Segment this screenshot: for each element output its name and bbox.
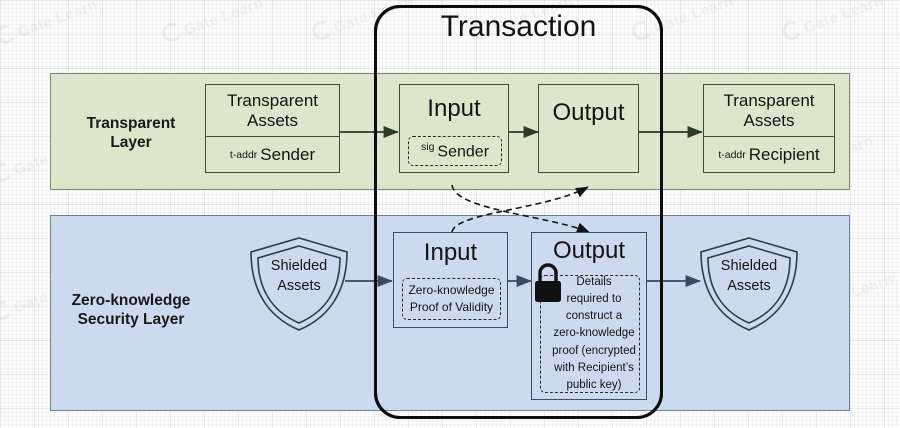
zk-layer-label-line2: Security Layer [77,311,185,329]
shielded-left-line2: Assets [277,278,321,295]
lock-body-icon [535,281,561,302]
zk-proof-line1: Zero-knowledge [408,282,495,297]
zk-layer-label-line1: Zero-knowledge [71,292,191,309]
shielded-right-line1: Shielded [720,258,778,274]
transaction-title: Transaction [440,10,597,43]
tassets-sender-line2: Assets [246,110,299,130]
zk-detail-line-2: required to [566,292,622,305]
shield-inner-icon [707,245,791,324]
transparent-output-box: Output [538,84,639,173]
transparent-layer-label: Transparent Layer [51,114,211,153]
zk-proof-line2: Proof of Validity [409,300,494,314]
t-addr-tag-sender: t-addr [229,148,258,161]
zk-input-box: Input Zero-knowledge Proof of Validity [393,232,508,328]
sig-tag: sig [420,140,435,153]
sig-sender-label: Sender [437,143,490,161]
shielded-left-line1: Shielded [270,258,328,274]
transaction-rounded-rect [374,5,663,419]
transparent-assets-recipient-title: Transparent Assets [704,85,834,137]
zk-input-proof-box: Zero-knowledge Proof of Validity [402,278,501,320]
shielded-right-line2: Assets [727,278,771,295]
zk-output-title: Output [552,237,626,264]
zk-detail-line-5: proof (encrypted [552,344,636,357]
zk-output-box: Output Details required to construct a z… [531,232,647,400]
transparent-layer-label-line1: Transparent [86,115,176,132]
transparent-assets-sender-title: Transparent Assets [206,85,339,137]
tassets-recipient-line2: Assets [743,110,795,130]
zk-layer-label: Zero-knowledge Security Layer [51,291,211,330]
zk-output-details-box: Details required to construct a zero-kno… [540,275,640,393]
zk-detail-line-6: with Recipient’s [554,361,634,374]
tassets-sender-line1: Transparent [226,90,319,110]
shielded-assets-right-label: Shielded Assets [701,256,797,297]
t-addr-tag-recipient: t-addr [718,148,746,161]
transparent-layer-label-line2: Layer [110,134,152,152]
zk-input-title: Input [423,239,478,266]
transparent-output-title: Output [552,99,625,126]
zk-detail-line-1: Details [576,275,612,288]
lock-shackle-icon [538,263,558,283]
zk-detail-line-7: public key) [566,379,622,392]
recipient-label: Recipient [748,144,820,164]
zk-detail-line-3: construct a [565,310,623,323]
shielded-assets-left-label: Shielded Assets [251,256,347,297]
sender-label: Sender [260,144,316,164]
tassets-recipient-line1: Transparent [723,90,815,110]
shield-inner-icon [257,245,341,324]
zk-detail-line-4: zero-knowledge [553,327,635,340]
transparent-input-title: Input [427,95,481,122]
dashed-arrow-tinput-to-zkoutput [451,184,590,233]
